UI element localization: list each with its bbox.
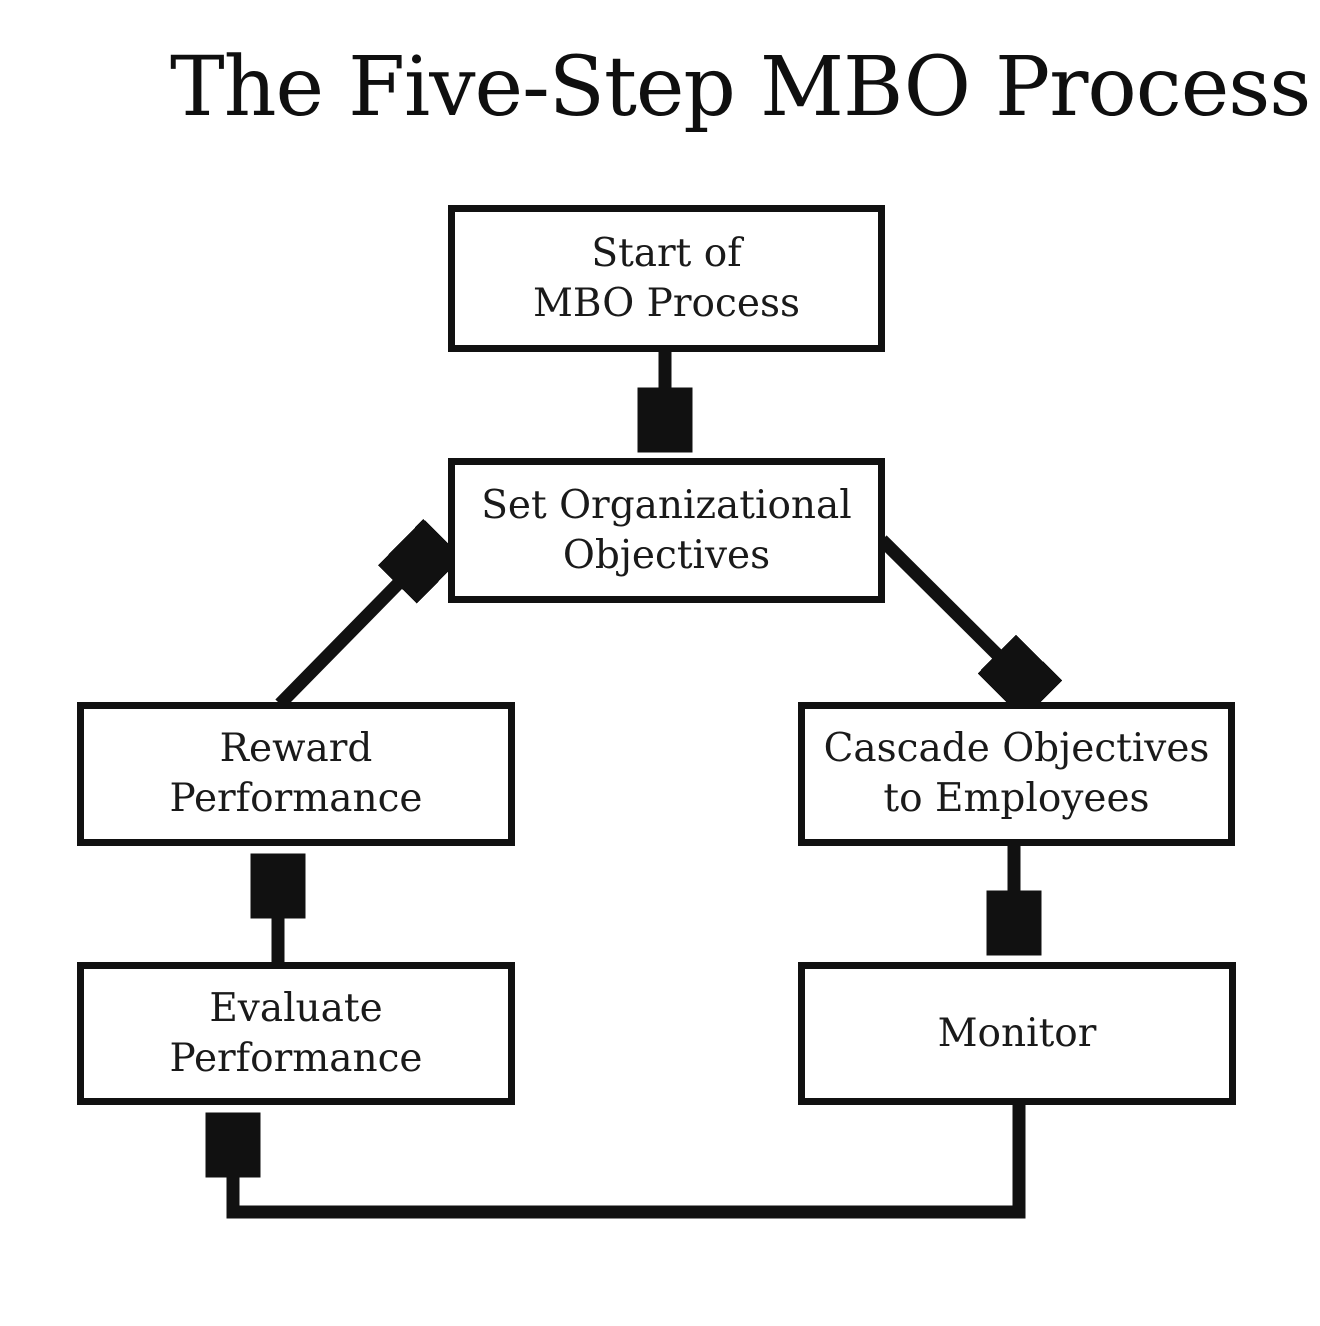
node-monitor: Monitor xyxy=(798,962,1236,1105)
node-set-organizational-objectives: Set Organizational Objectives xyxy=(448,458,885,603)
node-evaluate-performance: Evaluate Performance xyxy=(77,962,515,1105)
node-start-of-mbo-process: Start of MBO Process xyxy=(448,205,885,352)
node-cascade-objectives-to-employees: Cascade Objectives to Employees xyxy=(798,702,1235,846)
node-label-line: Reward xyxy=(219,726,373,772)
diagram-title: The Five-Step MBO Process xyxy=(170,40,1311,135)
node-label-line: Cascade Objectives xyxy=(823,726,1210,772)
node-label-line: Performance xyxy=(169,1035,423,1081)
arrow-monitor-to-evaluate xyxy=(233,1100,1026,1219)
node-label-line: Evaluate xyxy=(209,985,383,1031)
arrow-set-objectives-to-cascade xyxy=(877,535,1041,698)
arrow-reward-to-set-objectives xyxy=(275,540,441,709)
node-label-line: to Employees xyxy=(883,776,1150,821)
node-label-line: MBO Process xyxy=(532,280,800,326)
node-label-line: Set Organizational xyxy=(481,482,852,528)
node-label-line: Performance xyxy=(169,776,423,821)
node-label-line: Objectives xyxy=(562,532,771,578)
node-reward-performance: Reward Performance xyxy=(77,702,515,846)
node-label-line: Monitor xyxy=(937,1010,1097,1056)
node-label-line: Start of xyxy=(591,230,742,276)
